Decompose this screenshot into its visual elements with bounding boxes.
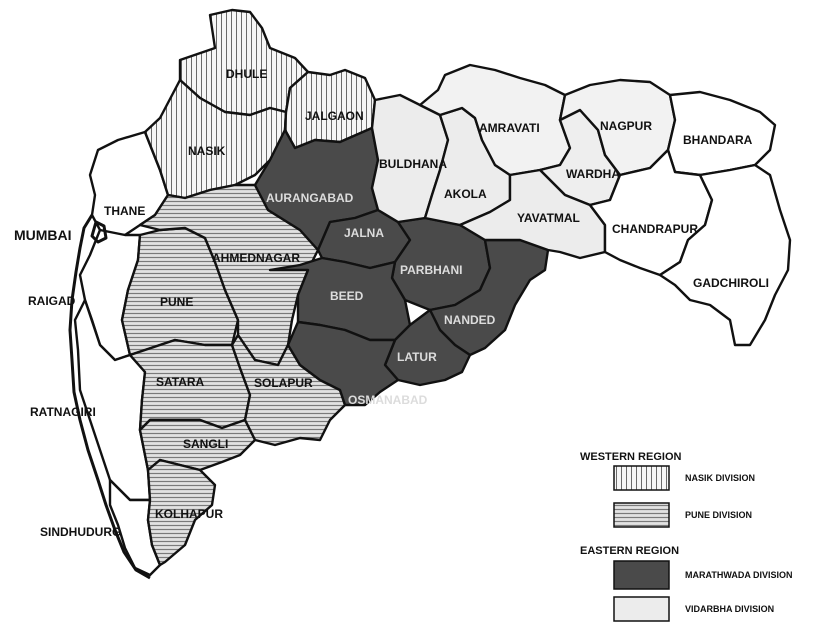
label-kolhapur: KOLHAPUR (155, 507, 223, 521)
label-dhule: DHULE (226, 67, 267, 81)
label-satara: SATARA (156, 375, 205, 389)
label-amravati: AMRAVATI (479, 121, 540, 135)
label-pune: PUNE (160, 295, 193, 309)
konkan-districts (73, 130, 170, 577)
coastline (68, 214, 151, 580)
label-yavatmal: YAVATMAL (517, 211, 580, 225)
label-gadchiroli: GADCHIROLI (693, 276, 769, 290)
label-nagpur: NAGPUR (600, 119, 652, 133)
label-aurangabad: AURANGABAD (266, 191, 354, 205)
district-solapur[interactable] (230, 333, 347, 447)
label-jalna: JALNA (344, 226, 384, 240)
label-solapur: SOLAPUR (254, 376, 313, 390)
pune-division-districts (120, 183, 347, 567)
label-wardha: WARDHA (566, 167, 620, 181)
legend-swatch-vidarbha (613, 596, 670, 622)
label-thane: THANE (104, 204, 145, 218)
district-kolhapur[interactable] (146, 458, 217, 567)
label-sangli: SANGLI (183, 437, 228, 451)
label-bhandara: BHANDARA (683, 133, 753, 147)
legend-vidarbha-division: VIDARBHA DIVISION (685, 604, 774, 614)
legend-swatch-pune (613, 502, 670, 528)
vidarbha-division-districts (370, 63, 792, 347)
district-labels: DHULE NASIK JALGAON BULDHANA AKOLA AMRAV… (14, 67, 769, 539)
district-nanded[interactable] (428, 238, 550, 357)
legend-swatch-marathwada (613, 560, 670, 590)
label-chandrapur: CHANDRAPUR (612, 222, 698, 236)
map-legend: WESTERN REGION NASIK DIVISION PUNE DIVIS… (580, 451, 793, 622)
label-mumbai: MUMBAI (14, 227, 72, 243)
label-nanded: NANDED (444, 313, 496, 327)
legend-western-region: WESTERN REGION (580, 451, 682, 463)
label-akola: AKOLA (444, 187, 487, 201)
label-parbhani: PARBHANI (400, 263, 462, 277)
legend-pune-division: PUNE DIVISION (685, 510, 752, 520)
legend-eastern-region: EASTERN REGION (580, 545, 679, 557)
legend-nasik-division: NASIK DIVISION (685, 473, 755, 483)
label-ratnagiri: RATNAGIRI (30, 405, 96, 419)
district-sindhudurg[interactable] (108, 478, 162, 577)
label-osmanabad: OSMANABAD (348, 393, 428, 407)
district-gadchiroli[interactable] (658, 163, 792, 347)
label-raigad: RAIGAD (28, 294, 76, 308)
mumbai-island-outline (90, 220, 108, 244)
district-osmanabad[interactable] (286, 320, 400, 407)
legend-marathwada-division: MARATHWADA DIVISION (685, 570, 793, 580)
label-jalgaon: JALGAON (305, 109, 364, 123)
label-sindhudurg: SINDHUDURG (40, 525, 121, 539)
label-nasik: NASIK (188, 144, 226, 158)
label-buldhana: BULDHANA (379, 157, 447, 171)
label-latur: LATUR (397, 350, 437, 364)
label-beed: BEED (330, 289, 364, 303)
label-ahmednagar: AHMEDNAGAR (212, 251, 300, 265)
legend-swatch-nasik (613, 465, 670, 491)
district-yavatmal[interactable] (458, 168, 607, 260)
